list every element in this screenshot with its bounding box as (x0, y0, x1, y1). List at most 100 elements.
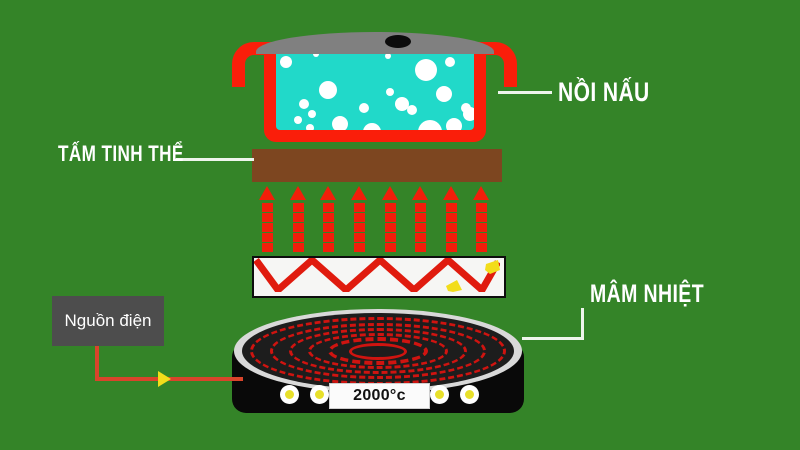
cooktop-glow-ring (308, 333, 448, 369)
heat-arrow-head (320, 186, 337, 200)
heat-arrow-dash (476, 233, 488, 242)
heat-arrow-dash (445, 243, 457, 252)
water-bubble (418, 120, 442, 130)
temperature-display: 2000°c (329, 383, 430, 409)
heat-arrow-icon (381, 186, 399, 252)
water-bubble (463, 107, 474, 121)
heat-arrow-dash (323, 223, 335, 232)
heat-arrow-dash (323, 243, 335, 252)
heat-arrow-dash (384, 223, 396, 232)
leader-line-heating-plate-horizontal (522, 337, 584, 340)
heat-arrow-dash (353, 243, 365, 252)
heat-arrow-head (412, 186, 429, 200)
water-bubble (308, 110, 316, 118)
heat-arrow-dash (323, 213, 335, 222)
water-bubble (407, 105, 417, 115)
cooktop-glow-ring (328, 337, 428, 365)
heat-arrow-dash (292, 223, 304, 232)
heat-arrow-dash (292, 233, 304, 242)
power-source-label: Nguồn điện (64, 311, 152, 330)
water-bubble (386, 88, 394, 96)
heat-arrow-icon (442, 186, 460, 252)
heat-arrow-dash (384, 213, 396, 222)
water-bubble (319, 81, 337, 99)
heat-arrow-icon (320, 186, 337, 252)
heat-arrow-dash (476, 213, 488, 222)
heat-arrow-dash (292, 243, 304, 252)
heat-arrow-head (259, 186, 275, 200)
cooktop-button-3[interactable] (430, 385, 449, 404)
temperature-display-value: 2000°c (353, 387, 406, 404)
heat-arrow-dash (415, 223, 427, 232)
heat-arrow-dash (353, 213, 365, 222)
spark-left (446, 280, 462, 292)
heat-arrow-icon (289, 186, 307, 252)
heat-arrow-dash (384, 243, 396, 252)
heat-arrow-dash (292, 203, 304, 212)
pot-lid-knob (385, 35, 411, 48)
heat-arrow-head (350, 186, 367, 200)
water-bubble (363, 123, 381, 130)
induction-cooktop: 2000°c (232, 305, 524, 418)
label-pot: NỒI NẤU (558, 77, 650, 107)
heat-arrow-icon (350, 186, 368, 252)
water-bubble (313, 51, 319, 57)
heat-arrow-head (442, 186, 459, 200)
cooktop-glow-ring (289, 328, 467, 374)
heat-arrow-dash (292, 213, 304, 222)
water-bubble (359, 103, 369, 113)
water-bubble (385, 53, 391, 59)
heat-arrow-dash (415, 213, 427, 222)
heat-arrow-dash (476, 203, 488, 212)
heat-arrow-dash (445, 213, 457, 222)
heat-arrow-dash (353, 203, 365, 212)
heating-coil-box (252, 256, 506, 298)
pot-body (264, 42, 486, 142)
spark-right (485, 260, 500, 274)
label-heating-plate: MÂM NHIỆT (590, 280, 705, 308)
heat-arrow-dash (445, 203, 457, 212)
water-bubble (446, 118, 462, 130)
heating-coil-zigzag (254, 258, 500, 292)
power-wire-vertical (95, 346, 99, 380)
water-bubble (294, 116, 302, 124)
pot-water (276, 48, 474, 130)
heat-arrow-icon (473, 186, 490, 252)
heat-arrow-dash (262, 233, 273, 242)
heat-arrow-dash (415, 203, 427, 212)
cooktop-button-4[interactable] (460, 385, 479, 404)
heat-arrow-head (473, 186, 490, 200)
water-bubble (306, 124, 314, 130)
heat-arrow-dash (415, 243, 427, 252)
leader-line-pot (498, 91, 552, 94)
power-source-box[interactable]: Nguồn điện (52, 296, 164, 346)
water-bubble (395, 97, 409, 111)
heat-arrow-dash (353, 233, 365, 242)
heat-arrow-dash (323, 233, 335, 242)
cooktop-heating-plate (242, 313, 514, 389)
pot-lid (256, 32, 494, 54)
heat-arrow-icon (412, 186, 429, 252)
heat-arrow-dash (353, 223, 365, 232)
heat-arrow-dash (384, 203, 396, 212)
water-bubble (436, 86, 452, 102)
label-crystal-plate: TẤM TINH THỂ (58, 141, 184, 166)
heat-arrow-head (289, 186, 306, 200)
heat-arrow-dash (384, 233, 396, 242)
cooktop-button-1[interactable] (280, 385, 299, 404)
heat-arrow-dash (262, 203, 273, 212)
cooktop-glow-ring (349, 342, 407, 360)
water-bubble (445, 57, 455, 67)
heat-arrow-dash (323, 203, 335, 212)
heat-arrow-head (381, 186, 398, 200)
leader-line-crystal-plate (176, 158, 254, 161)
water-bubble (415, 59, 437, 81)
cooktop-glow-ring (270, 323, 486, 379)
water-bubble (299, 99, 309, 109)
cooktop-button-2[interactable] (310, 385, 329, 404)
heat-arrow-dash (445, 223, 457, 232)
cooking-pot (232, 20, 517, 148)
power-flow-arrow-icon (158, 371, 171, 387)
heat-arrow-dash (445, 233, 457, 242)
